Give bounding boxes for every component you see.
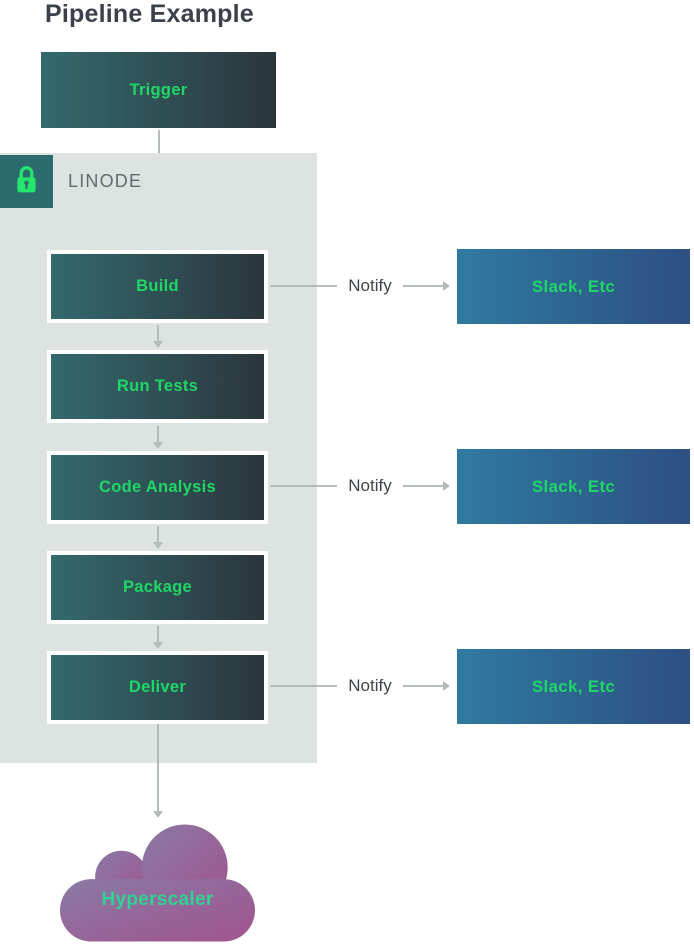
notify-label: Notify [348,276,392,295]
node-run-tests-surface: Run Tests [51,354,264,419]
lock-icon [13,164,40,199]
notify-label: Notify [348,476,392,495]
node-run-tests: Run Tests [47,350,268,423]
node-slack-build: Slack, Etc [457,249,690,324]
notify-label: Notify [348,676,392,695]
node-package-surface: Package [51,555,264,620]
connector-line [270,285,337,287]
connector-line [270,485,337,487]
node-deliver: Deliver [47,651,268,724]
node-trigger: Trigger [41,52,276,128]
cloud-icon [60,822,255,942]
node-slack-label: Slack, Etc [531,276,616,296]
node-trigger-label: Trigger [129,80,188,99]
page-title: Pipeline Example [45,0,254,28]
node-slack-label: Slack, Etc [531,676,616,696]
node-code-analysis-surface: Code Analysis [51,455,264,520]
node-run-tests-label: Run Tests [116,377,199,395]
arrow-build-to-runtests [153,325,163,348]
node-code-analysis-label: Code Analysis [99,478,216,496]
node-deliver-label: Deliver [128,678,187,696]
arrow-runtests-to-codeanalysis [153,426,163,449]
node-hyperscaler-label: Hyperscaler [101,889,214,911]
node-build-label: Build [136,277,179,295]
node-code-analysis: Code Analysis [47,451,268,524]
node-build: Build [47,250,268,323]
connector-arrow [403,281,450,291]
node-package: Package [47,551,268,624]
node-slack-label: Slack, Etc [531,476,616,496]
connector-arrow [403,481,450,491]
arrow-package-to-deliver [153,626,163,649]
arrow-deliver-to-hyperscaler [153,724,163,818]
arrow-codeanalysis-to-package [153,526,163,549]
notify-connector-code-analysis: Notify [270,475,457,497]
node-slack-code-analysis: Slack, Etc [457,449,690,524]
node-build-surface: Build [51,254,264,319]
lock-badge [0,155,53,208]
node-deliver-surface: Deliver [51,655,264,720]
node-package-label: Package [122,578,193,596]
node-slack-deliver: Slack, Etc [457,649,690,724]
linode-panel-label: LINODE [68,171,143,191]
notify-connector-build: Notify [270,275,457,297]
notify-connector-deliver: Notify [270,675,457,697]
connector-arrow [403,681,450,691]
connector-line [270,685,337,687]
node-hyperscaler: Hyperscaler [60,822,255,942]
